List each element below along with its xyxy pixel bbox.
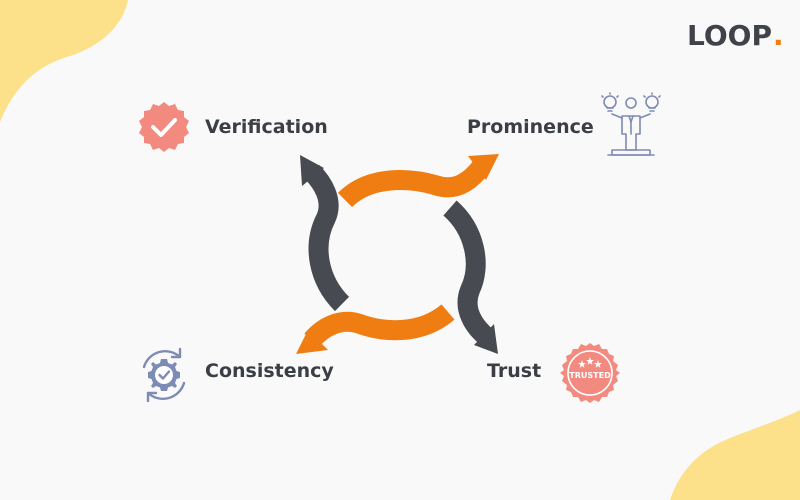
arrow-left-dark [300,155,350,312]
trusted-seal-text: TRUSTED [569,371,611,380]
node-label-verification: Verification [205,116,328,138]
trusted-seal-icon: TRUSTED [560,343,620,403]
top-left-blob [0,0,128,122]
person-lightbulbs-icon [601,92,661,156]
checkmark-badge-icon [139,102,189,152]
arrow-top-orange [337,154,499,208]
bottom-right-blob [670,410,800,500]
gear-cycle-icon [142,347,186,403]
loop-logo: LOOP . [687,19,784,52]
arrow-bottom-orange [296,304,455,354]
node-label-trust: Trust [487,360,542,382]
cycle-diagram [296,154,499,354]
logo-text: LOOP [687,19,772,52]
node-label-prominence: Prominence [467,116,594,138]
node-label-consistency: Consistency [205,360,334,382]
arrow-right-dark [442,200,498,354]
logo-dot: . [773,19,784,52]
